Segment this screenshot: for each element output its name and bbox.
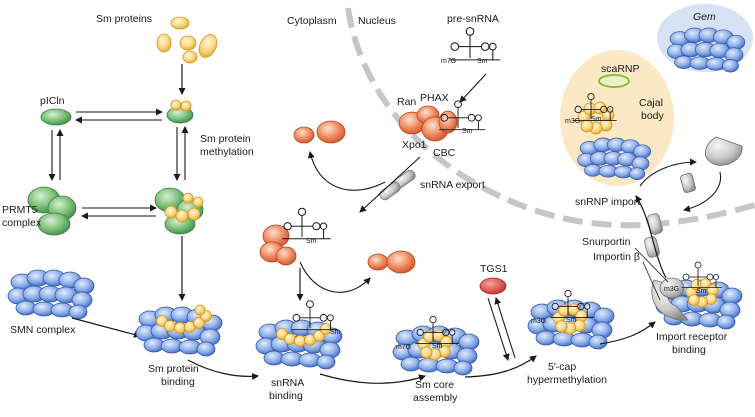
scarnp-label: scaRNP: [601, 63, 640, 75]
arrow-receptor-recycle: [639, 158, 697, 187]
pre-snrna-m7g: m7G: [441, 58, 456, 65]
snrna-binding-label-2: binding: [269, 390, 303, 402]
sm-core-assembly-label: Sm core: [415, 379, 454, 391]
prmt5-label-2: complex: [2, 217, 42, 229]
prmt5-sm-complex: [154, 187, 204, 235]
sm-protein-binding-label: Sm protein: [148, 363, 199, 375]
picln-sm-complex: [166, 99, 194, 124]
arrow-tgs1-down: [487, 297, 510, 361]
tgs1-label: TGS1: [480, 263, 508, 275]
import-receptor-label: Import receptor: [656, 331, 728, 343]
cajal-sm-label: Sm: [591, 116, 602, 123]
sm-protein-methylation-label-2: methylation: [200, 146, 254, 158]
prmt5-complex: [27, 186, 77, 236]
importin-beta-pointer: [642, 261, 661, 301]
picln-protein: [40, 108, 72, 126]
hyper-m3g-label: m3G: [531, 318, 546, 325]
sm-core-assembly-label-2: assembly: [413, 392, 458, 404]
import-receptor-complex: [651, 261, 743, 330]
snurportin-pointer: [634, 247, 669, 283]
import-m3g-label: m3G: [664, 286, 679, 293]
arrow-export-through-pore: [359, 156, 421, 213]
sm-core-m7g-label: m7G: [396, 344, 411, 351]
cajal-m3g-label: m3G: [565, 118, 580, 125]
arrow-import-up: [635, 195, 667, 279]
snrna-binding-complex: [255, 300, 343, 370]
snrnp-import-label: snRNP import: [575, 196, 640, 208]
arrow-pre-snrna-down: [459, 73, 487, 103]
free-sm-proteins: [156, 16, 218, 64]
released-export-factors-right: [367, 250, 416, 274]
nuclear-pore-export: [379, 169, 416, 201]
importin-beta-label: Importin β: [593, 251, 640, 263]
arrow-to-hypermethylation: [464, 355, 537, 378]
pre-snrna-label: pre-snRNA: [447, 13, 499, 25]
cytoplasmic-export-complex: [259, 224, 297, 266]
prmt5-label: PRMT5: [2, 204, 38, 216]
arrow-tgs1-up: [494, 297, 516, 359]
cytoplasm-label: Cytoplasm: [287, 15, 337, 27]
cap-hypermethylation-label-2: hypermethylation: [527, 374, 607, 386]
cbc-label: CBC: [433, 147, 456, 159]
snrna-binding-sm-label: Sm: [330, 329, 341, 336]
gem-label: Gem: [693, 11, 716, 23]
cyto-sm-label: Sm: [306, 238, 317, 245]
import-sm-label: Sm: [696, 288, 707, 295]
tgs1-enzyme: [479, 277, 507, 295]
sm-protein-methylation-label: Sm protein: [200, 133, 251, 145]
cajal-label: Cajal: [639, 97, 663, 109]
arrow-to-import-receptor: [599, 321, 656, 345]
import-receptor-label-2: binding: [672, 344, 706, 356]
sm-protein-binding-label-2: binding: [161, 376, 195, 388]
export-sm-label: Sm: [462, 128, 473, 135]
smn-complex: [7, 269, 95, 320]
snurportin-label: Snurportin: [582, 236, 631, 248]
arrow-to-sm-core: [319, 373, 426, 384]
snrna-binding-label: snRNA: [271, 377, 304, 389]
sm-proteins-label: Sm proteins: [96, 13, 152, 25]
sm-core-sm-label: Sm: [432, 343, 443, 350]
smn-sm-complex: [135, 304, 223, 357]
xpo1-label: Xpo1: [402, 139, 427, 151]
arrow-export-release-right: [299, 261, 371, 293]
scarnp-particle: [598, 74, 630, 88]
arrow-smn-to-binding: [71, 317, 141, 338]
smn-complex-label: SMN complex: [10, 324, 76, 336]
arrow-binding-to-snrna: [187, 359, 259, 381]
hyper-sm-label: Sm: [566, 317, 577, 324]
pre-snrna: [448, 27, 501, 61]
cap-hypermethylation-label: 5′-cap: [548, 361, 576, 373]
released-export-factors-top: [293, 120, 346, 144]
snrna-export-label: snRNA export: [420, 179, 485, 191]
export-complex: [398, 105, 458, 142]
cytoplasmic-snrna: [281, 207, 332, 240]
cajal-label-2: body: [641, 110, 665, 122]
nucleus-label: Nucleus: [358, 15, 396, 27]
arrow-export-release-top: [307, 151, 386, 191]
ran-label: Ran: [397, 96, 416, 108]
released-import-receptors: [680, 136, 743, 193]
pre-snrna-sm: Sm: [477, 58, 488, 65]
arrow-receptor-return: [683, 171, 722, 213]
nuclear-envelope: [345, 7, 755, 229]
picln-label: pICln: [40, 95, 65, 107]
phax-label: PHAX: [420, 92, 449, 104]
